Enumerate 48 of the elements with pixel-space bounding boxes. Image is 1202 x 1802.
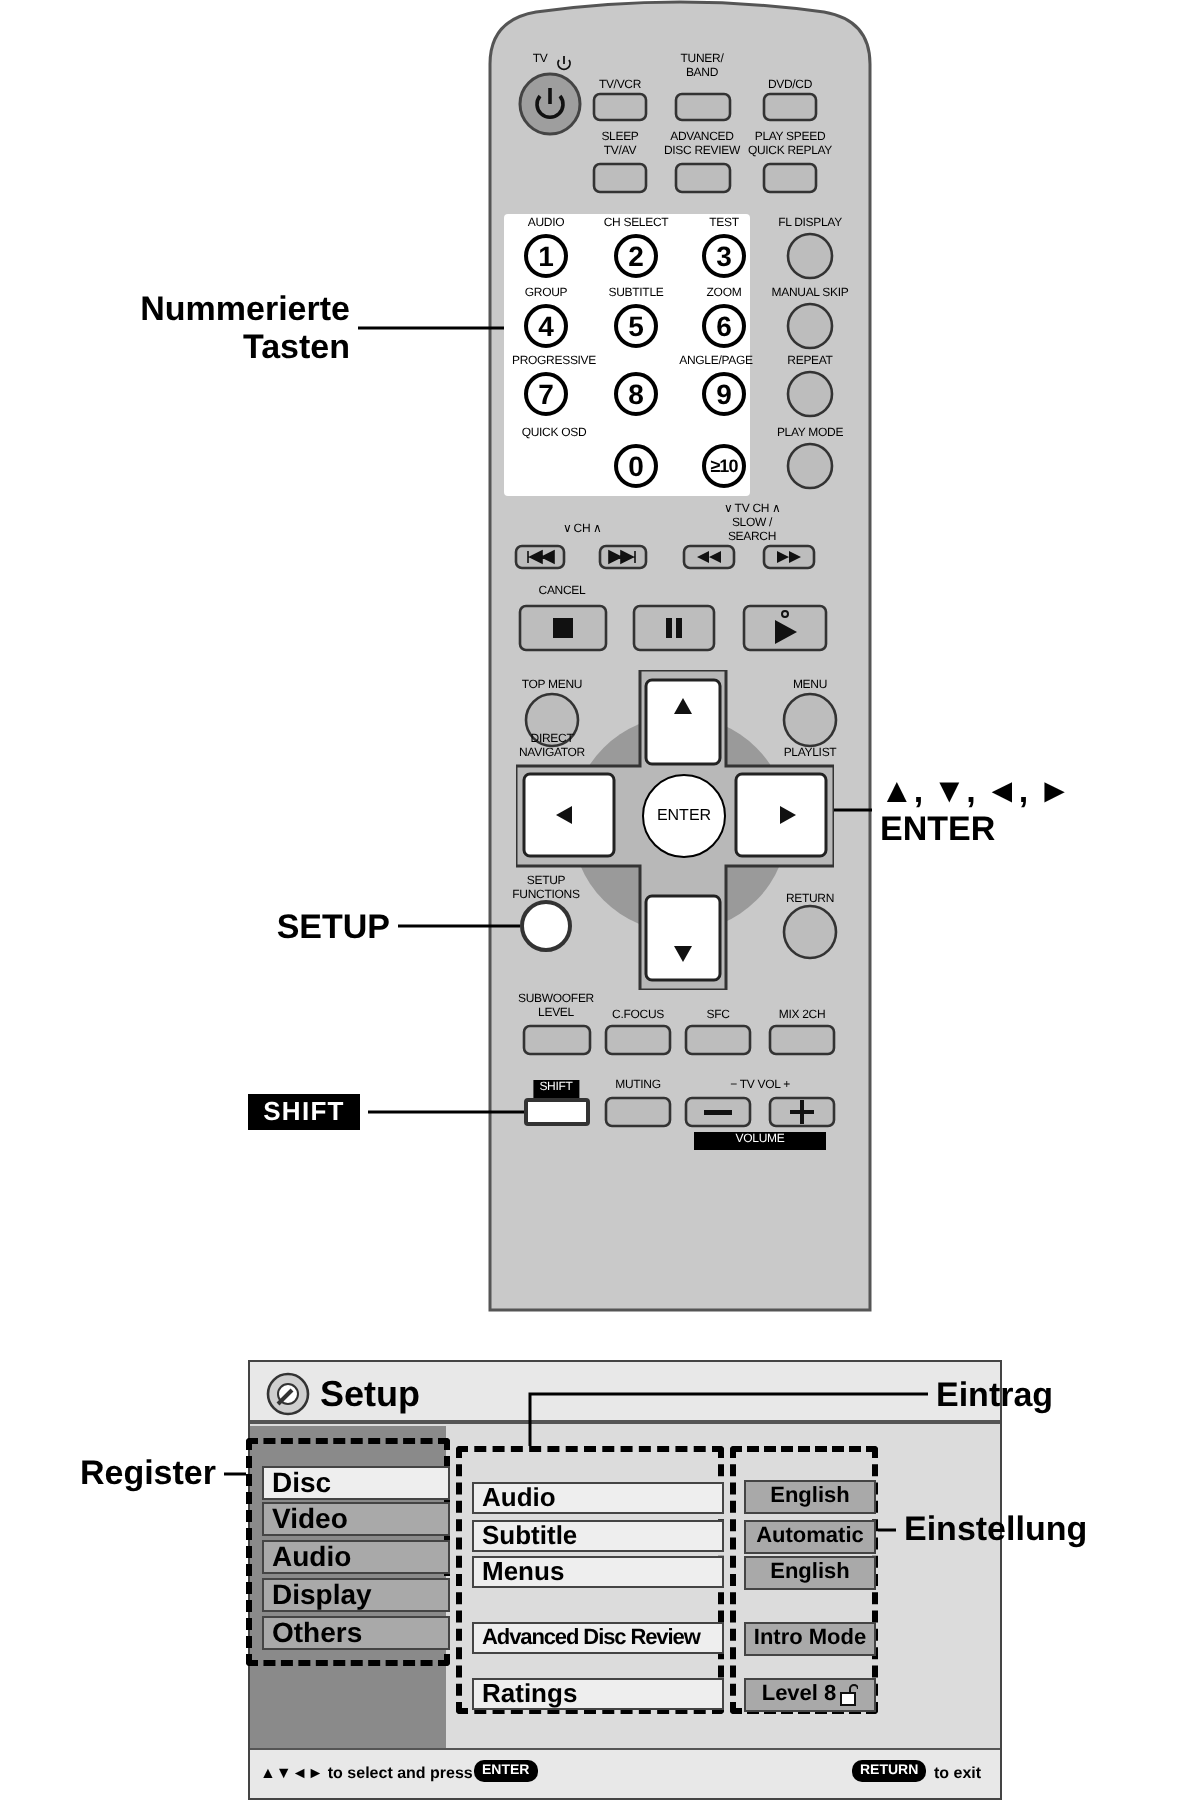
number-key: 2 [614,234,658,278]
number-key: 6 [702,304,746,348]
remote-button [524,1098,590,1126]
number-key: 4 [524,304,568,348]
dashed-frame [730,1446,878,1714]
cursor-pad [516,670,834,990]
screen-title: Setup [320,1372,421,1416]
setting-value: Automatic [744,1520,876,1554]
dashed-frame [246,1438,450,1666]
footer-hint: ▲▼◄► to select and press [260,1762,473,1786]
number-key: 9 [702,372,746,416]
callout-label: Register [20,1454,216,1494]
leader-line [368,1110,524,1114]
number-key: 7 [524,372,568,416]
leader-line [358,326,504,330]
menu-tab: Audio [262,1540,450,1574]
menu-tab: Display [262,1578,450,1612]
menu-tab: Video [262,1502,450,1536]
leader-line [878,1528,896,1532]
leader-line [834,808,872,812]
menu-tab: Disc [262,1466,450,1500]
menu-item: Menus [472,1556,724,1588]
setting-text: Level 8 [761,1680,837,1710]
number-key: 5 [614,304,658,348]
setting-value: English [744,1556,876,1590]
leader-line [398,924,520,928]
footer-hint: to exit [934,1762,982,1786]
key-badge: SHIFT [248,1094,360,1130]
setting-value: English [744,1480,876,1514]
leader-line [224,1472,246,1476]
menu-tab: Others [262,1616,450,1650]
keypad-panel [504,214,750,496]
number-key: 0 [614,444,658,488]
dashed-frame [456,1446,724,1714]
number-key: 3 [702,234,746,278]
number-key: 1 [524,234,568,278]
number-key: 8 [614,372,658,416]
callout-label: ▲, ▼, ◄, ► ENTER [880,772,1184,848]
menu-item: Subtitle [472,1520,724,1552]
callout-label: SETUP [250,908,390,944]
menu-item: Ratings [472,1678,724,1710]
menu-item: Audio [472,1482,724,1514]
leader-line [528,1392,928,1446]
callout-label: Nummerierte Tasten [70,290,350,366]
setting-value [744,1678,876,1712]
menu-item: Advanced Disc Review [472,1622,724,1654]
number-key: ≥10 [702,444,746,488]
setting-value: Intro Mode [744,1622,876,1656]
